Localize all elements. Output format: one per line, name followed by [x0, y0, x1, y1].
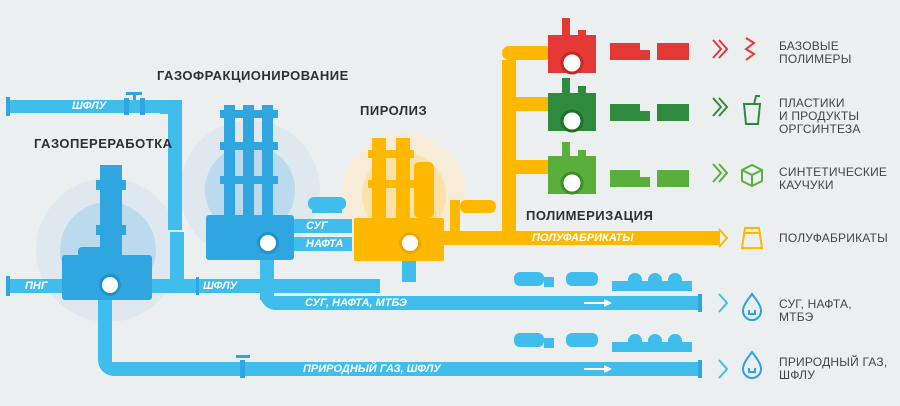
pipe-label-shflu-mid: ШФЛУ: [203, 280, 238, 292]
product-line: МТБЭ: [779, 310, 814, 324]
pipe-label-shflu-top: ШФЛУ: [72, 100, 107, 112]
chevrons-dark-green: [712, 97, 729, 117]
pipe-natural-gas-shflu: [98, 293, 702, 378]
product-line: КАУЧУКИ: [779, 178, 834, 192]
product-line: ПРИРОДНЫЙ ГАЗ,: [779, 355, 888, 369]
product-synthetic-rubbers: СИНТЕТИЧЕСКИЕ КАУЧУКИ: [779, 166, 887, 192]
cube-icon: [741, 163, 763, 188]
pipe-shflu-top: [6, 92, 182, 230]
plastic-cup-icon: [742, 95, 762, 125]
plant-pyrolysis: [354, 138, 444, 261]
product-plastics: ПЛАСТИКИ И ПРОДУКТЫ ОРГСИНТЕЗА: [779, 97, 861, 136]
stage-title-gas-processing: ГАЗОПЕРЕРАБОТКА: [34, 136, 173, 151]
product-line: ПОЛИМЕРЫ: [779, 52, 852, 66]
transport-blue-1: [514, 272, 692, 291]
product-line: ШФЛУ: [779, 368, 816, 382]
factory-red: [548, 18, 596, 75]
gas-drop-plug-icon-1: [741, 292, 763, 321]
stage-title-gas-fractionation: ГАЗОФРАКЦИОНИРОВАНИЕ: [157, 68, 349, 83]
product-line: И ПРОДУКТЫ: [779, 109, 860, 123]
pipe-label-natural-gas-shflu: ПРИРОДНЫЙ ГАЗ, ШФЛУ: [303, 363, 441, 375]
product-line: СУГ, НАФТА,: [779, 297, 852, 311]
plant-gas-fractionation: [206, 105, 294, 260]
tank-wagon-blue: [308, 197, 346, 213]
tank-wagon-yellow: [460, 200, 496, 213]
stage-title-polymerization: ПОЛИМЕРИЗАЦИЯ: [526, 208, 654, 223]
pipe-label-png: ПНГ: [25, 280, 48, 292]
product-base-polymers: БАЗОВЫЕ ПОЛИМЕРЫ: [779, 40, 852, 66]
product-line: ОРГСИНТЕЗА: [779, 122, 861, 136]
transport-blue-2: [514, 333, 692, 352]
product-sug-nafta-mtbe: СУГ, НАФТА, МТБЭ: [779, 298, 852, 324]
pipe-label-semi-products: ПОЛУФАБРИКАТЫ: [532, 232, 634, 244]
pipe-label-nafta: НАФТА: [306, 238, 344, 250]
pipe-sug-nafta-mtbe: [260, 255, 702, 312]
truck-wagon-dark-green: [610, 104, 689, 121]
product-line: БАЗОВЫЕ: [779, 39, 839, 53]
product-natural-gas-shflu: ПРИРОДНЫЙ ГАЗ, ШФЛУ: [779, 356, 887, 382]
pipe-label-sug: СУГ: [306, 220, 328, 232]
chevrons-blue-1: [718, 293, 729, 313]
factory-light-green: [548, 142, 596, 195]
polymer-chain-icon: [744, 37, 756, 61]
chevrons-red: [712, 39, 729, 59]
factory-dark-green: [548, 78, 596, 133]
flow-arrow-2: [584, 365, 612, 373]
stage-title-pyrolysis: ПИРОЛИЗ: [360, 103, 428, 118]
truck-wagon-red: [610, 43, 689, 60]
pipe-yellow: [440, 46, 720, 245]
product-line: СИНТЕТИЧЕСКИЕ: [779, 165, 888, 179]
plant-gas-processing: [62, 165, 152, 300]
product-line: ПЛАСТИКИ: [779, 96, 845, 110]
pipe-sug-nafta-link: [292, 219, 352, 251]
pipe-label-sug-nafta-mtbe: СУГ, НАФТА, МТБЭ: [305, 297, 407, 309]
chevrons-yellow: [718, 228, 729, 248]
chevrons-blue-2: [718, 359, 729, 379]
truck-wagon-light-green: [610, 170, 689, 187]
gas-drop-plug-icon-2: [741, 350, 763, 379]
chevrons-light-green: [712, 163, 729, 183]
product-semi-products: ПОЛУФАБРИКАТЫ: [779, 232, 888, 245]
bag-icon: [740, 227, 764, 249]
flow-arrow-1: [584, 299, 612, 307]
product-line: ПОЛУФАБРИКАТЫ: [779, 231, 888, 245]
